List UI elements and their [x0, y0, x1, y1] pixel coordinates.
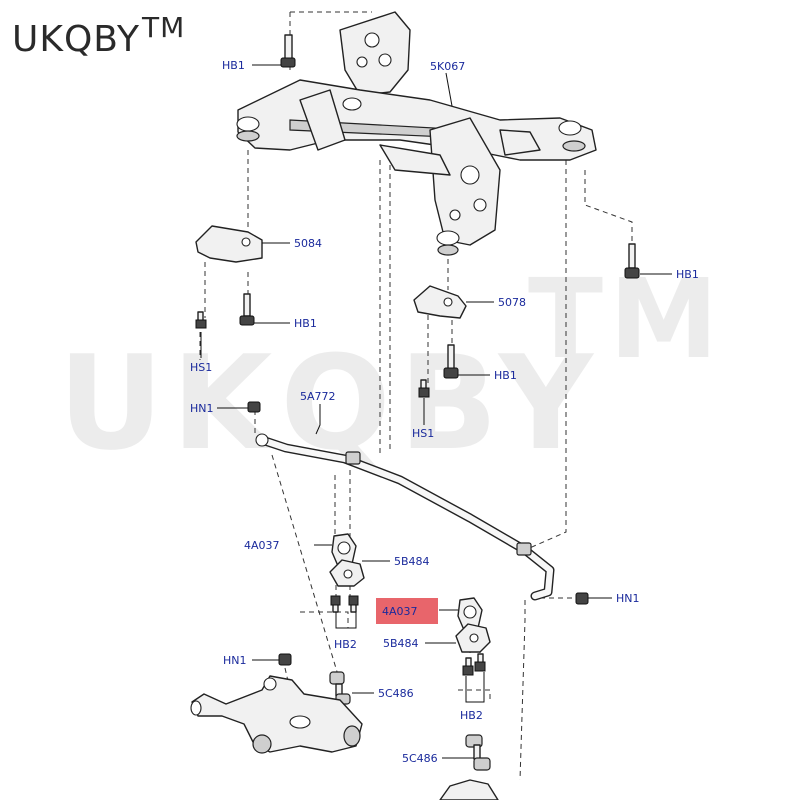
label-hb2-left: HB2 [334, 638, 357, 651]
bushing-left [331, 533, 357, 567]
label-hn1-bottom: HN1 [223, 654, 247, 667]
brand-trademark: TM [142, 11, 186, 44]
label-hb1-top: HB1 [222, 59, 245, 72]
label-hn1-right: HN1 [616, 592, 640, 605]
label-stabilizer-bar: 5A772 [300, 390, 336, 403]
leader-lines [200, 64, 672, 759]
bracket-5078 [413, 285, 467, 319]
bracket-5084 [195, 225, 263, 263]
clamp-right [455, 623, 491, 653]
label-hs1-left: HS1 [190, 361, 212, 374]
label-link-right: 5C486 [402, 752, 438, 765]
clamp-left [329, 559, 365, 587]
highlight-box [376, 598, 438, 624]
brand-name: UKQBY [12, 19, 141, 60]
stabilizer-bar [255, 433, 555, 601]
label-hn1-top: HN1 [190, 402, 214, 415]
brand-logo: UKQBYTM [12, 14, 185, 58]
label-hb1-right: HB1 [676, 268, 699, 281]
label-link-left: 5C486 [378, 687, 414, 700]
label-hb1-mid: HB1 [494, 369, 517, 382]
label-hb1-left: HB1 [294, 317, 317, 330]
label-bushing-right: 4A037 [382, 605, 418, 618]
callout-labels: HB1 5K067 5084 HB1 HS1 HB1 5078 HB1 HS1 … [190, 59, 699, 765]
rear-subframe [236, 11, 597, 256]
lower-control-arm [190, 675, 363, 754]
label-bracket-right: 5078 [498, 296, 526, 309]
label-bracket-left: 5084 [294, 237, 322, 250]
fasteners [195, 34, 640, 676]
label-clamp-left: 5B484 [394, 555, 430, 568]
label-subframe: 5K067 [430, 60, 465, 73]
label-hb2-right: HB2 [460, 709, 483, 722]
stabilizer-link-right [439, 734, 499, 800]
label-clamp-right: 5B484 [383, 637, 419, 650]
label-hs1-mid: HS1 [412, 427, 434, 440]
label-bushing-left: 4A037 [244, 539, 280, 552]
